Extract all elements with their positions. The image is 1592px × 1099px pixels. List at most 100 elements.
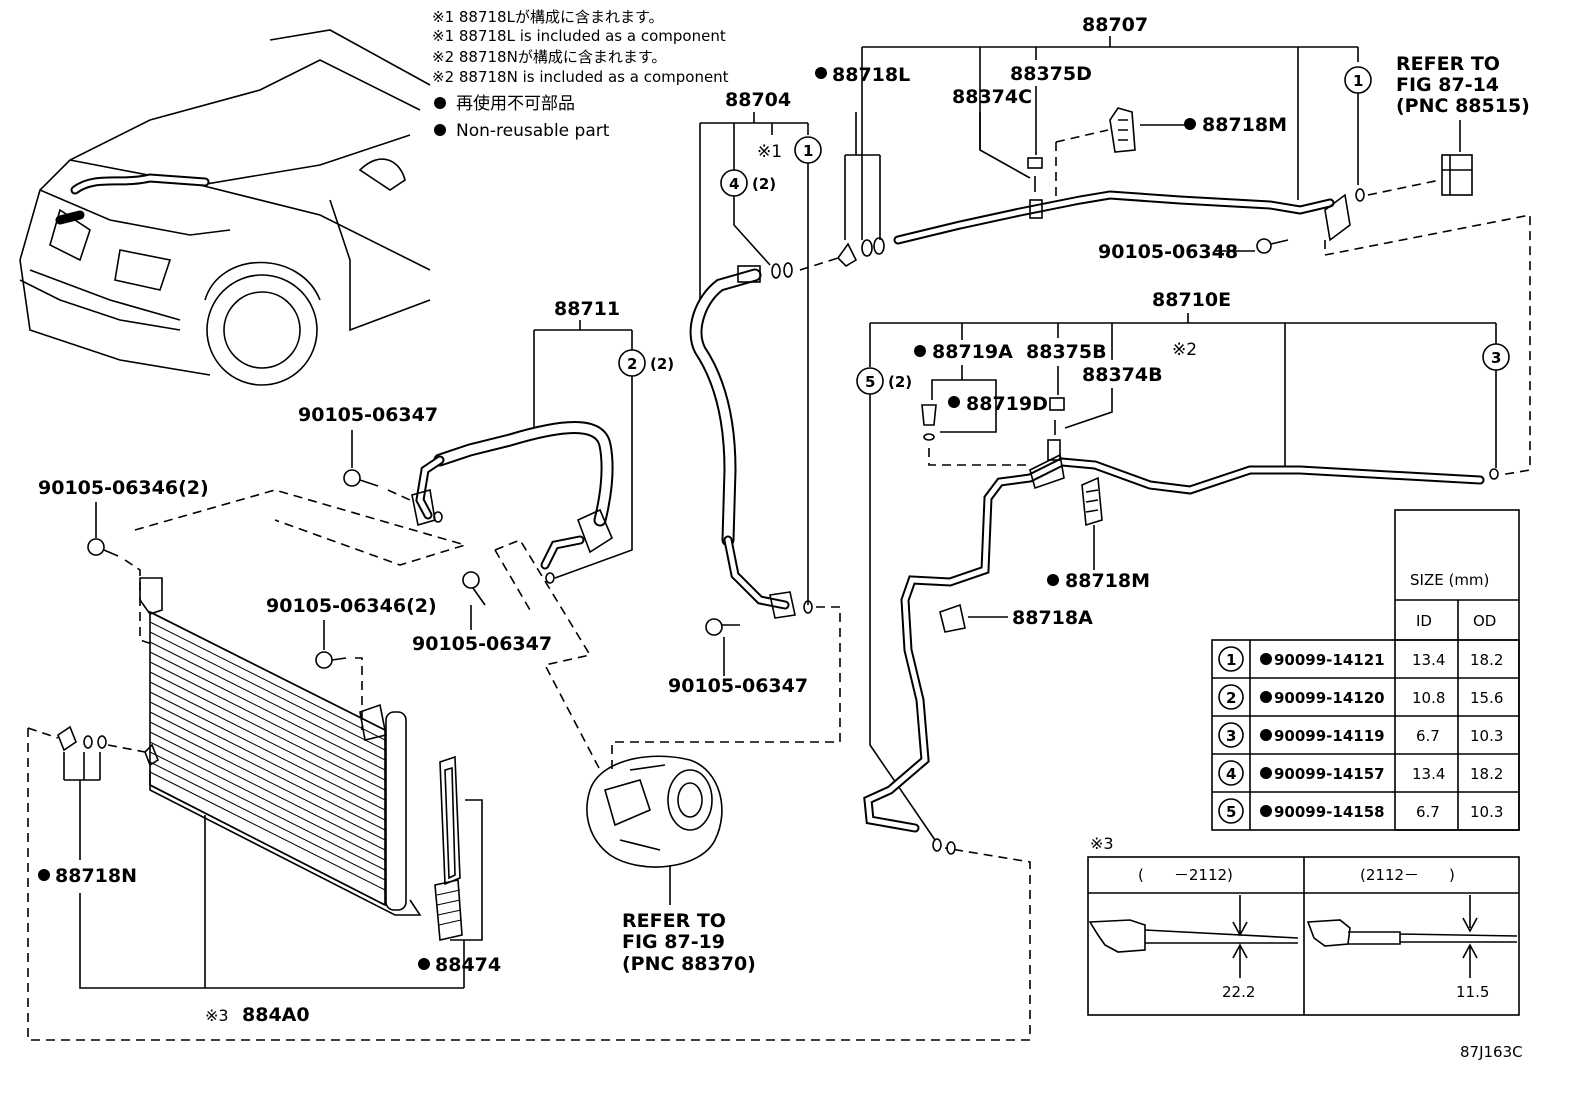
label-88474: 88474: [435, 954, 501, 976]
label-88718M-top: 88718M: [1202, 114, 1287, 136]
non-reusable-dot-icon: [1260, 653, 1272, 665]
size-table-col-od: OD: [1473, 612, 1496, 630]
valve-88515-icon: [1441, 154, 1473, 196]
notes-block: ※1 88718Lが構成に含まれます。 ※1 88718L is include…: [432, 8, 729, 141]
refer-bot-line1: REFER TO: [622, 910, 726, 932]
label-90105-06346-b: 90105-06346(2): [266, 595, 437, 617]
vehicle-illustration: [19, 29, 431, 386]
circle-3-label: 3: [1491, 349, 1501, 367]
bolt-icon: [462, 571, 480, 589]
circle-5-label: 5: [865, 373, 875, 391]
label-88718A: 88718A: [1012, 607, 1093, 629]
label-90105-06347-c: 90105-06347: [668, 675, 808, 697]
clip-88718L-icon: [836, 242, 858, 268]
table-row-od: 10.3: [1470, 803, 1503, 821]
o-ring-icon: [932, 838, 942, 852]
table-row-id: 6.7: [1416, 727, 1440, 745]
bolt-icon: [1256, 238, 1272, 254]
inset-right-dim: 11.5: [1456, 983, 1489, 1001]
table-row: 4 90099-14157 13.4 18.2: [1218, 760, 1503, 786]
table-row-part: 90099-14120: [1274, 689, 1385, 707]
clamp-88718M-mid-icon: [1081, 476, 1103, 527]
label-90105-06347-b: 90105-06347: [412, 633, 552, 655]
label-88704: 88704: [725, 89, 791, 111]
inset-detail: ※3 ( －2112) (2112－ ) 22.2 11.5: [1087, 834, 1520, 1016]
label-88718M-mid: 88718M: [1065, 570, 1150, 592]
mark-2: ※2: [1172, 340, 1197, 360]
non-reusable-dot-icon: [948, 396, 960, 408]
filter-88474-icon: [439, 755, 461, 886]
o-ring-icon: [946, 841, 956, 855]
clip-88718N-icon: [57, 725, 77, 752]
label-88711: 88711: [554, 298, 620, 320]
inset-left-dim: 22.2: [1222, 983, 1255, 1001]
table-row-od: 18.2: [1470, 765, 1503, 783]
table-row-circle: [1218, 760, 1244, 786]
circle-1-label-b: 1: [803, 142, 813, 160]
qty-2: (2): [650, 355, 674, 373]
table-row-id: 6.7: [1416, 803, 1440, 821]
o-ring-icon: [83, 735, 93, 749]
condenser-884A0: 90105-06346(2) 90105-06346(2) 88718N: [27, 477, 1031, 1041]
size-table: SIZE (mm) ID OD 1 90099-14121 13.4 18.2 …: [1211, 509, 1520, 831]
table-row-number: 1: [1226, 651, 1236, 669]
label-90105-06346-a: 90105-06346(2): [38, 477, 209, 499]
non-reusable-dot-icon: [914, 345, 926, 357]
cap-88375D-icon: [1027, 157, 1043, 169]
o-ring-icon: [771, 263, 781, 279]
label-88374C: 88374C: [952, 86, 1032, 108]
label-88718L: 88718L: [832, 64, 910, 86]
table-row-circle: [1218, 646, 1244, 672]
label-88710E: 88710E: [1152, 289, 1231, 311]
o-ring-icon: [873, 237, 885, 255]
figure-code: 87J163C: [1460, 1043, 1523, 1061]
table-row-circle: [1218, 798, 1244, 824]
label-884A0: 884A0: [242, 1004, 310, 1026]
group-88707: 88707 88718L 88375D 88374C 88718M: [799, 14, 1531, 476]
o-ring-icon: [783, 262, 793, 278]
group-88710E: 88710E ※2 88719A 88375B 88374B 88719D 3 …: [856, 289, 1510, 855]
circle-1-label: 1: [1353, 72, 1363, 90]
note-1-en: ※1 88718L is included as a component: [432, 27, 726, 45]
table-row-number: 2: [1226, 689, 1236, 707]
label-88375D: 88375D: [1010, 63, 1092, 85]
receiver-tank-icon: [385, 711, 407, 911]
compressor-icon: [586, 755, 723, 868]
o-ring-icon: [861, 239, 873, 257]
table-row-id: 10.8: [1412, 689, 1445, 707]
refer-top-line2: FIG 87-14: [1396, 74, 1499, 96]
table-row-od: 15.6: [1470, 689, 1503, 707]
label-90105-06347-a: 90105-06347: [298, 404, 438, 426]
note-1-ja: ※1 88718Lが構成に含まれます。: [432, 8, 663, 26]
table-row: 1 90099-14121 13.4 18.2: [1218, 646, 1503, 672]
non-reusable-dot-icon: [434, 97, 446, 109]
non-reusable-dot-icon: [1260, 805, 1272, 817]
table-row: 2 90099-14120 10.8 15.6: [1218, 684, 1503, 710]
table-row-circle: [1218, 722, 1244, 748]
refer-top-line1: REFER TO: [1396, 53, 1500, 75]
circle-2-label: 2: [627, 355, 637, 373]
non-reusable-dot-icon: [1260, 767, 1272, 779]
inset-left-head: ( －2112): [1138, 866, 1233, 884]
table-row-number: 4: [1226, 765, 1236, 783]
label-88719D: 88719D: [966, 393, 1048, 415]
clamp-88718M-top-icon: [1109, 107, 1136, 153]
o-ring-icon: [97, 735, 107, 749]
table-row-part: 90099-14158: [1274, 803, 1385, 821]
non-reusable-dot-icon: [1047, 574, 1059, 586]
group-88704: 88704 ※1 1 4 (2) 90105-06347: [611, 89, 841, 770]
label-88375B: 88375B: [1026, 341, 1107, 363]
table-row: 5 90099-14158 6.7 10.3: [1218, 798, 1503, 824]
label-88707: 88707: [1082, 14, 1148, 36]
non-reusable-dot-icon: [815, 67, 827, 79]
non-reusable-dot-icon: [1184, 118, 1196, 130]
non-reusable-dot-icon: [38, 869, 50, 881]
label-88719A: 88719A: [932, 341, 1013, 363]
valve-core-icon: [921, 404, 937, 426]
note-2-ja: ※2 88718Nが構成に含まれます。: [432, 48, 666, 66]
condenser-core-icon: [149, 610, 386, 907]
group-88711: 88711 2 (2) 90105-06347 90105-06347: [298, 298, 674, 771]
non-reusable-dot-icon: [434, 124, 446, 136]
qty-5: (2): [888, 373, 912, 391]
